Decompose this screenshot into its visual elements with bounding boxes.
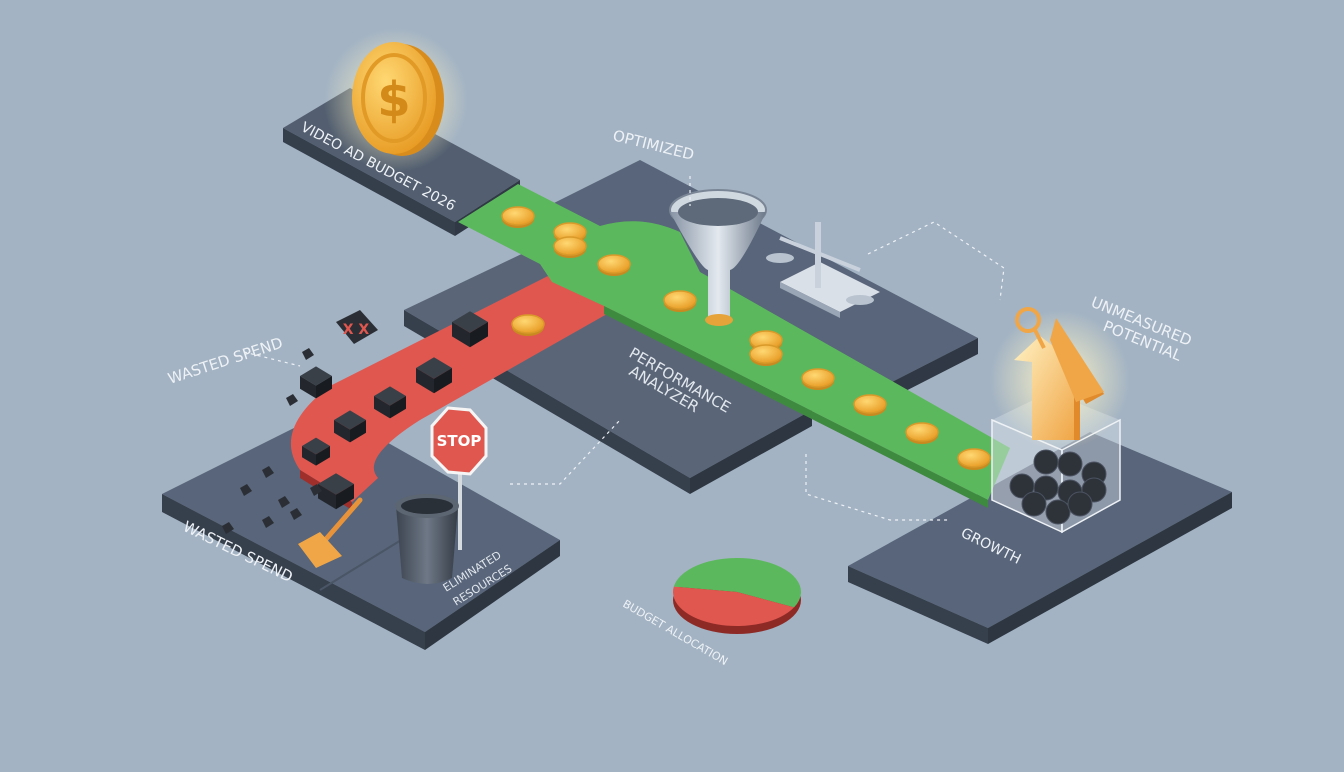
debris-cube <box>318 473 354 510</box>
debris-fragment <box>310 484 322 496</box>
debris-fragment <box>278 496 290 508</box>
coin <box>853 394 887 416</box>
coin <box>501 206 535 228</box>
coin <box>749 344 783 366</box>
scale-icon <box>766 222 880 318</box>
waste-platform <box>162 410 560 650</box>
debris-cube <box>452 311 488 348</box>
cross-box: X X <box>336 310 378 344</box>
house-arrow-icon <box>990 310 1130 450</box>
stop-sign-icon: STOP <box>430 406 488 550</box>
green-growth-path <box>458 184 1010 508</box>
debris-fragment <box>290 508 302 520</box>
dark-spheres <box>1009 449 1107 525</box>
optimized-label: OPTIMIZED <box>611 126 696 164</box>
dollar-coin-icon: $ <box>324 28 468 172</box>
trash-can-icon <box>395 494 459 584</box>
funnel-icon <box>669 189 767 326</box>
stop-label: STOP <box>437 432 482 450</box>
sphere <box>1067 491 1093 517</box>
broom-icon <box>298 497 363 568</box>
magnifier-icon <box>1015 307 1046 349</box>
debris-fragment <box>286 394 298 406</box>
pie-slice-green <box>673 558 801 608</box>
coin <box>905 422 939 444</box>
debris-fragment <box>240 484 252 496</box>
debris-fragment <box>302 348 314 360</box>
coin <box>553 236 587 258</box>
sphere <box>1045 499 1071 525</box>
debris-fragment <box>222 522 234 534</box>
coin <box>801 368 835 390</box>
coin <box>511 314 545 336</box>
wasted-spend-label-top: WASTED SPEND <box>166 334 285 388</box>
debris-fragment <box>262 516 274 528</box>
sphere <box>1021 491 1047 517</box>
coin <box>957 448 991 470</box>
pie-chart-icon <box>673 558 801 634</box>
debris-fragment <box>262 466 274 478</box>
coin <box>597 254 631 276</box>
waste-debris <box>222 311 488 534</box>
debris-cube <box>374 386 406 419</box>
debris-cube <box>334 410 366 443</box>
coin-stream <box>501 206 991 470</box>
debris-cube <box>302 437 330 466</box>
sphere <box>1057 451 1083 477</box>
coin <box>663 290 697 312</box>
sphere <box>1033 449 1059 475</box>
coin-symbol: $ <box>377 72 410 128</box>
debris-cube <box>300 366 332 399</box>
growth-platform <box>848 432 1232 644</box>
pie-slice-red <box>673 586 795 626</box>
cross-mark: X X <box>343 322 370 338</box>
connectors <box>243 176 1005 521</box>
debris-cube <box>416 357 452 394</box>
